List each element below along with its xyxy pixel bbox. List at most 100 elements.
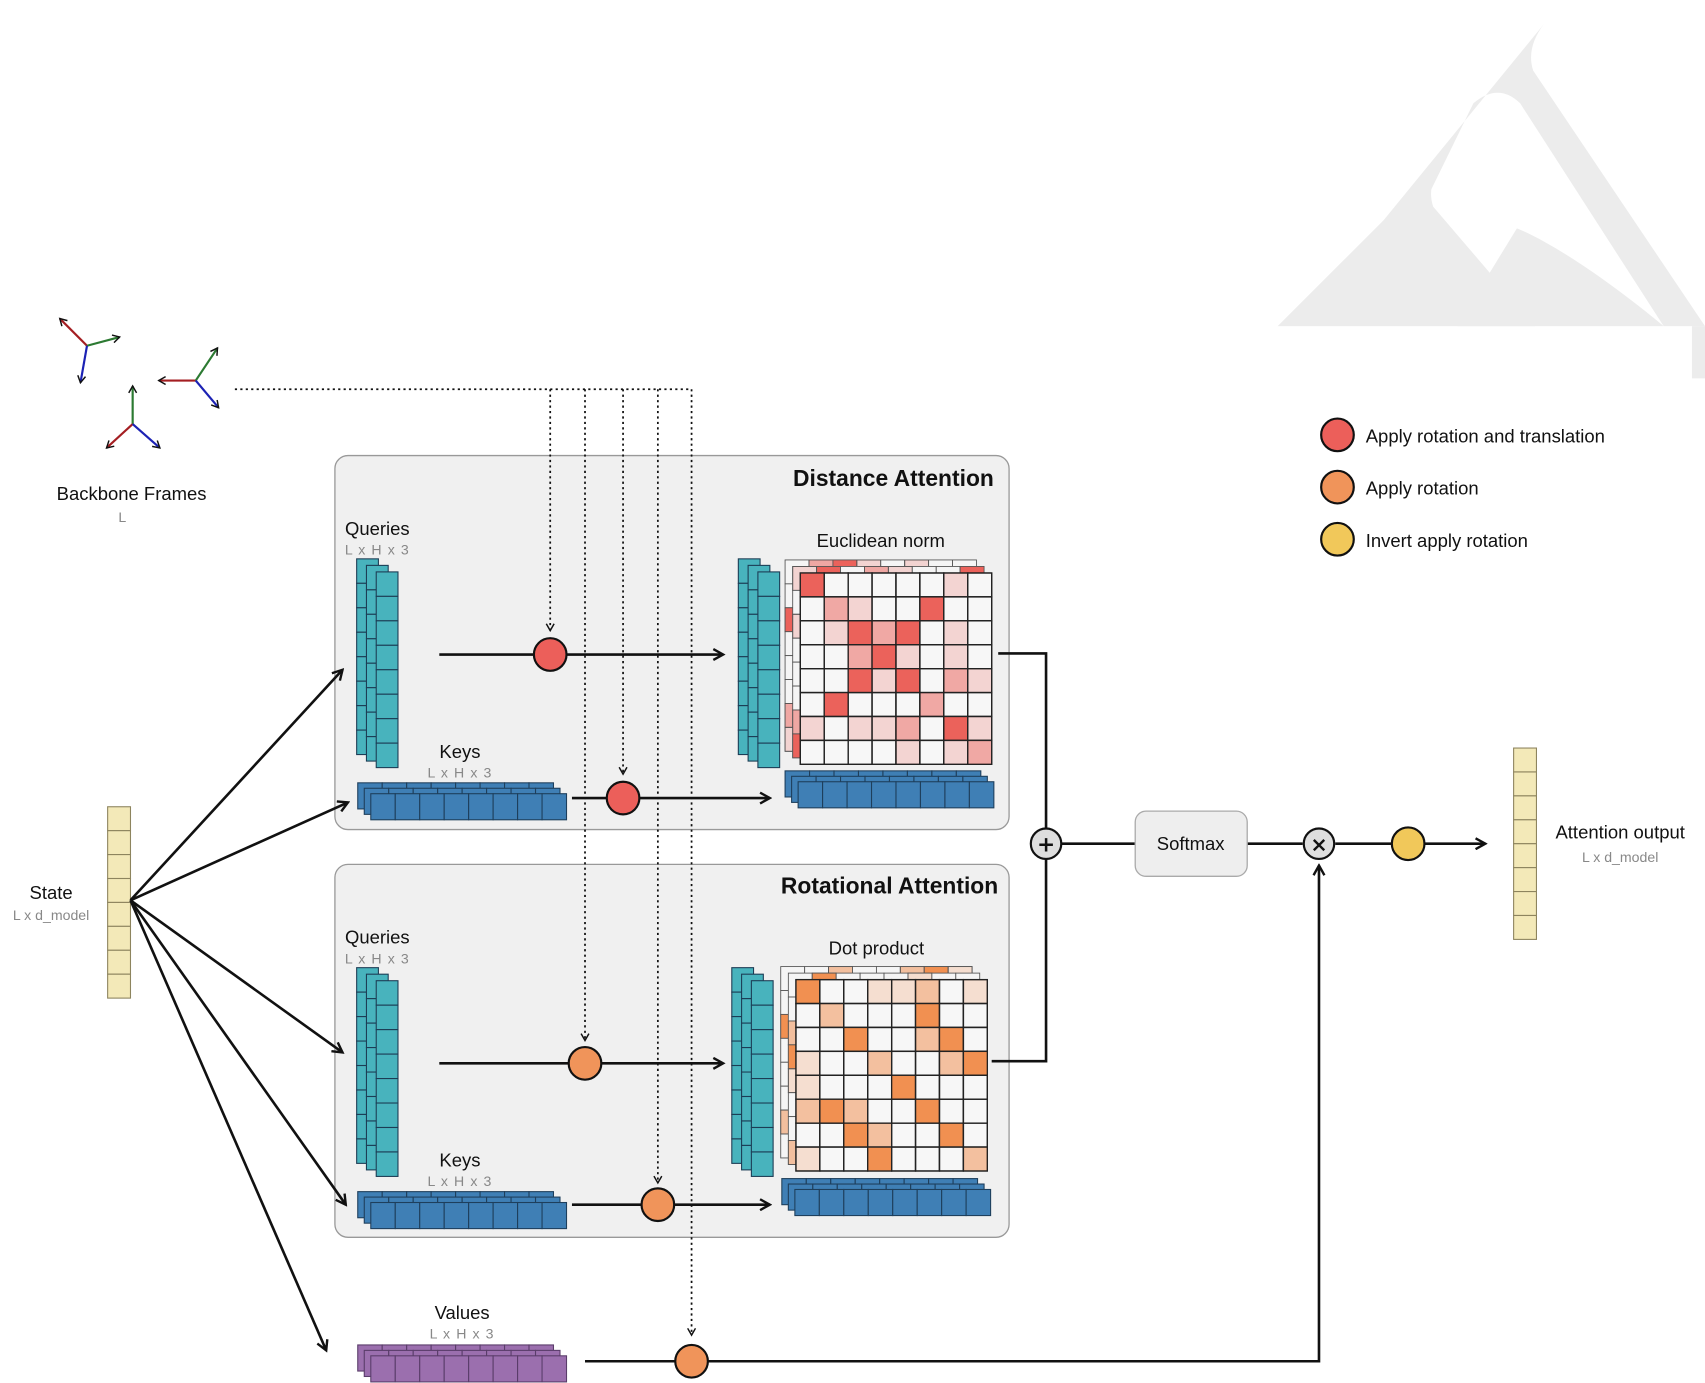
- heatmap-cell: [943, 596, 969, 622]
- tensor-cell: [965, 1188, 992, 1217]
- heatmap-cell: [962, 1002, 988, 1029]
- values-flow-line: [585, 865, 1319, 1363]
- heatmap-cell: [847, 668, 873, 694]
- tensor-cell: [375, 644, 399, 671]
- invert-rotation-op[interactable]: [1390, 826, 1426, 862]
- heatmap-cell: [919, 715, 945, 742]
- values-rotate-op[interactable]: [674, 1343, 709, 1379]
- heatmap-cell: [890, 1146, 917, 1172]
- heatmap-cell: [895, 572, 921, 598]
- heatmap-cell: [943, 668, 969, 694]
- heatmap-cell: [919, 739, 945, 765]
- legend: Apply rotation and translation Apply rot…: [1320, 417, 1605, 557]
- attention-output-vector: [1513, 747, 1538, 940]
- state-label: State: [30, 882, 73, 903]
- tensor-cell: [867, 1188, 894, 1217]
- euclidean-norm-label: Euclidean norm: [817, 530, 945, 551]
- tensor-cell: [375, 595, 399, 622]
- heatmap-cell: [943, 644, 969, 670]
- tensor-cell: [750, 1029, 774, 1055]
- heatmap-cell: [843, 1122, 869, 1148]
- heatmap-cell: [962, 1146, 988, 1172]
- watermark-logo-icon: [1277, 23, 1705, 379]
- heatmap-cell: [962, 1074, 988, 1100]
- product-operator[interactable]: ×: [1302, 827, 1336, 861]
- distance-key-rototranslate-op[interactable]: [605, 780, 641, 816]
- tensor-cell: [394, 1201, 421, 1230]
- heatmap-cell: [871, 691, 897, 718]
- attention-output-label: Attention output: [1555, 821, 1684, 842]
- tensor-cell: [517, 1355, 543, 1383]
- tensor-cell: [846, 781, 873, 809]
- rotational-key-rotate-op[interactable]: [640, 1187, 676, 1223]
- heatmap-cell: [938, 1146, 965, 1172]
- legend-label: Apply rotation: [1366, 478, 1479, 499]
- distance-keys-transformed-tensor: [784, 770, 995, 809]
- tensor-cell: [443, 793, 470, 821]
- tensor-cell: [419, 793, 445, 821]
- heatmap-cell: [823, 596, 849, 622]
- tensor-cell: [892, 1188, 918, 1217]
- heatmap-cell: [871, 644, 897, 670]
- tensor-cell: [916, 1188, 943, 1217]
- heatmap-cell: [943, 572, 969, 598]
- heatmap-cell: [943, 620, 969, 646]
- heatmap-cell: [823, 668, 849, 694]
- tensor-cell: [375, 1102, 399, 1129]
- legend-label: Apply rotation and translation: [1366, 426, 1605, 447]
- tensor-cell: [370, 793, 396, 821]
- vector-cell: [107, 925, 132, 951]
- tensor-cell: [797, 781, 824, 809]
- heatmap-cell: [843, 1098, 869, 1124]
- heatmap-cell: [843, 1050, 869, 1076]
- tensor-cell: [375, 742, 399, 769]
- rotational-keys-tensor: [357, 1191, 568, 1230]
- heatmap-cell: [943, 739, 969, 765]
- heatmap-cell: [795, 1146, 821, 1172]
- heatmap-cell: [847, 644, 873, 670]
- tensor-cell: [750, 980, 774, 1006]
- heatmap-cell: [867, 1002, 893, 1029]
- heatmap-cell: [795, 1050, 821, 1076]
- heatmap-cell: [867, 1074, 893, 1100]
- tensor-cell: [375, 571, 399, 597]
- softmax-box[interactable]: Softmax: [1134, 810, 1248, 877]
- heatmap-cell: [967, 715, 993, 742]
- heatmap-cell: [819, 1050, 845, 1076]
- tensor-cell: [492, 1201, 519, 1230]
- state-fanout-arrows: [129, 670, 347, 1351]
- heatmap-cell: [843, 1074, 869, 1100]
- heatmap-cell: [890, 1050, 917, 1076]
- heatmap-cell: [914, 1074, 941, 1100]
- tensor-cell: [370, 1201, 396, 1230]
- state-vector: [107, 806, 132, 999]
- heatmap-cell: [919, 572, 945, 598]
- heatmap-cell: [819, 1146, 845, 1172]
- heatmap-cell: [967, 572, 993, 598]
- heatmap-cell: [847, 572, 873, 598]
- heatmap-cell: [843, 1026, 869, 1053]
- dot-product-label: Dot product: [829, 938, 924, 959]
- tensor-cell: [375, 620, 399, 646]
- heatmap-cell: [962, 1098, 988, 1124]
- heatmap-cell: [967, 644, 993, 670]
- legend-swatch-invert-rotation: [1320, 521, 1355, 557]
- rotational-query-rotate-op[interactable]: [567, 1045, 603, 1081]
- heatmap-cell: [938, 1098, 965, 1124]
- distance-queries-label: Queries: [345, 518, 410, 539]
- tensor-cell: [750, 1053, 774, 1080]
- legend-swatch-rotation: [1320, 469, 1355, 505]
- heatmap-cell: [895, 739, 921, 765]
- vector-cell: [1513, 891, 1538, 917]
- heatmap-cell: [919, 596, 945, 622]
- distance-query-rototranslate-op[interactable]: [532, 637, 568, 672]
- tensor-cell: [468, 793, 494, 821]
- heatmap-cell: [819, 1074, 845, 1100]
- legend-item: Apply rotation: [1320, 469, 1479, 505]
- sum-operator[interactable]: +: [1029, 827, 1063, 861]
- tensor-cell: [375, 980, 399, 1006]
- rotational-keys-dims: L x H x 3: [427, 1173, 492, 1189]
- distance-heatmap: [784, 559, 993, 765]
- heatmap-cell: [938, 1002, 965, 1029]
- times-icon: ×: [1310, 832, 1327, 856]
